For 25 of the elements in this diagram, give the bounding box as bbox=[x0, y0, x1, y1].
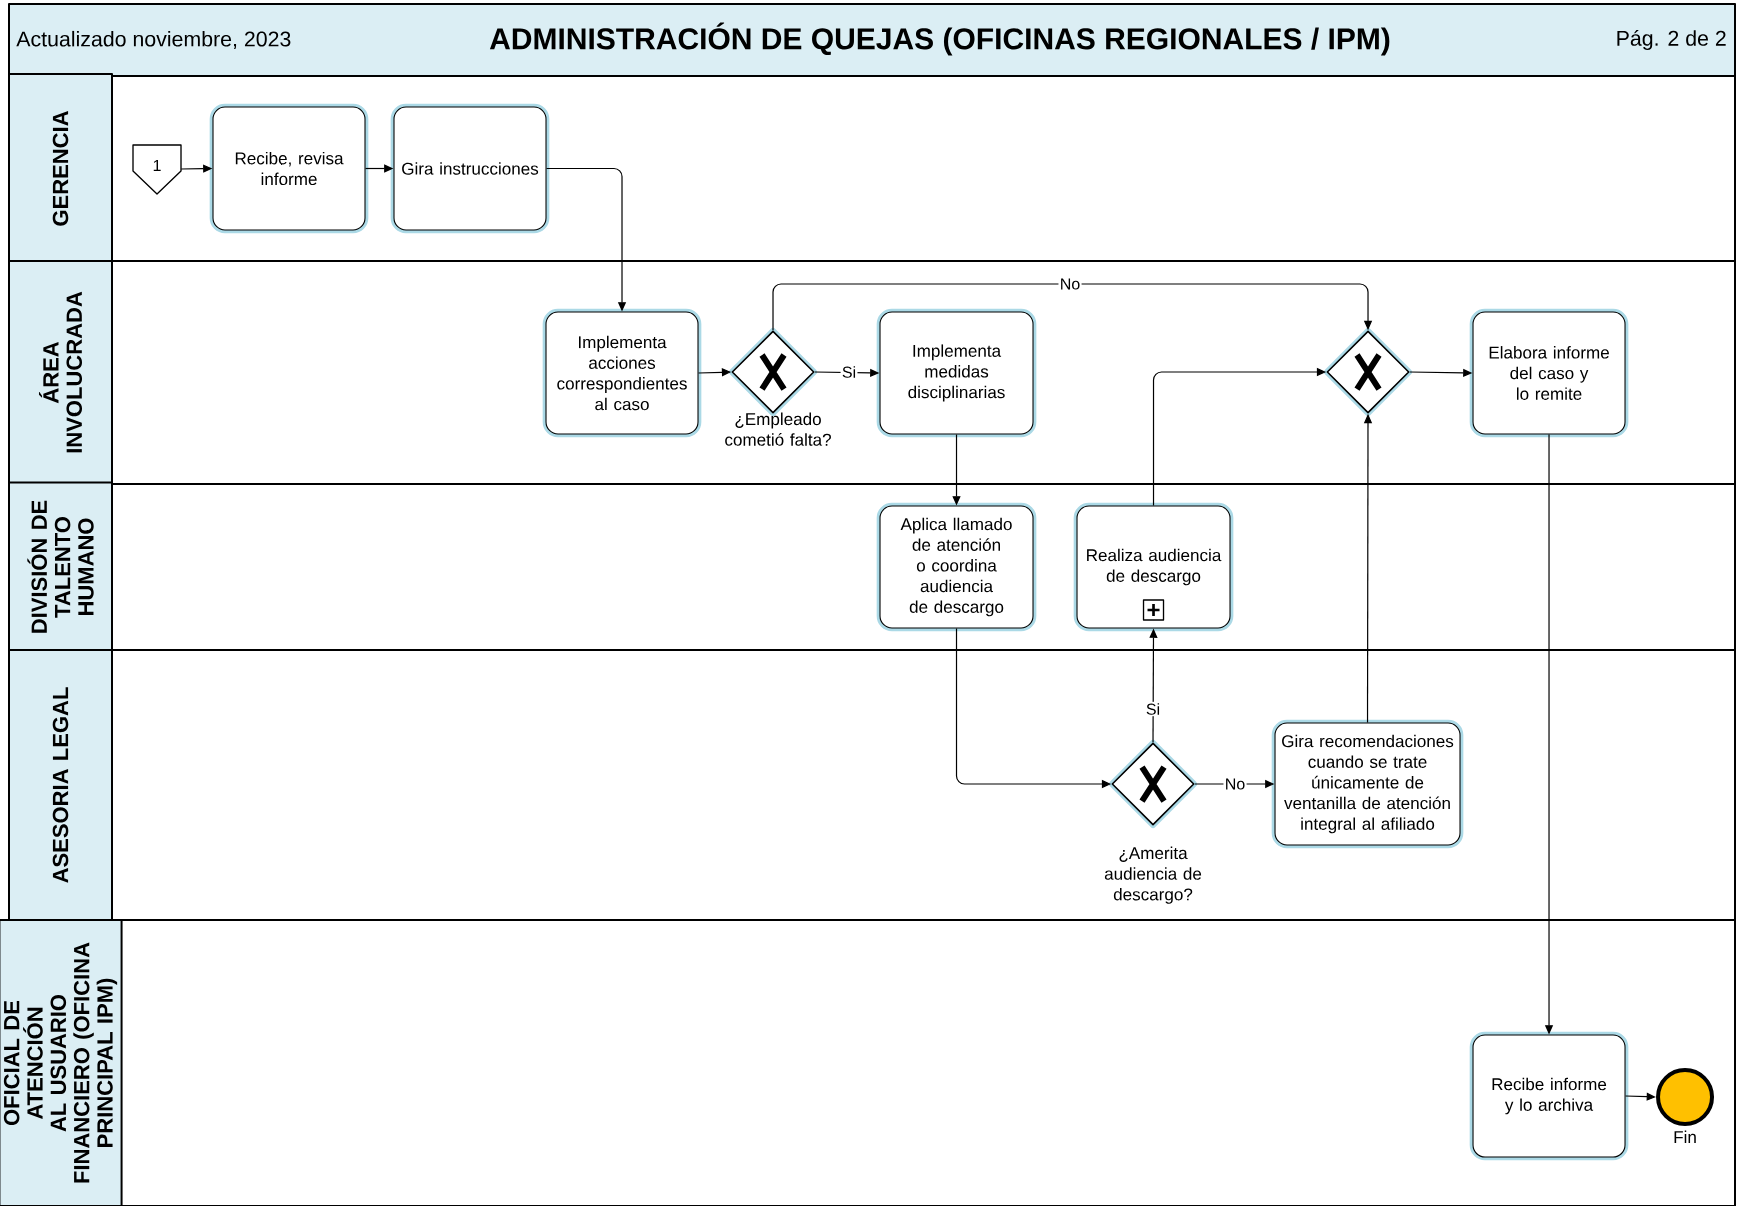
task-box: Aplica llamado de atención o coordina audiencia de descargo bbox=[876, 502, 1037, 632]
task-box: Recibe informe y lo archiva bbox=[1469, 1031, 1629, 1161]
header-text: Actualizado noviembre, 2023 bbox=[16, 30, 291, 50]
end-event-circle bbox=[1656, 1068, 1714, 1126]
gateway-label: ¿Empleado cometió falta? bbox=[725, 412, 831, 446]
task-box: Realiza audiencia de descargo bbox=[1073, 502, 1234, 632]
task-box: Implementa acciones correspondientes al caso bbox=[542, 308, 702, 438]
gateway-label: Fin bbox=[1674, 1130, 1696, 1143]
header-text: Pág. 2 de 2 bbox=[1617, 29, 1726, 51]
task-box: Elabora informe del caso y lo remite bbox=[1469, 308, 1629, 438]
gateway-diamond bbox=[1109, 740, 1198, 828]
arrow bbox=[772, 283, 1373, 331]
gateway-diamond bbox=[1324, 328, 1413, 416]
off-page-connector: 1 bbox=[132, 144, 182, 195]
gateway-label: ¿Amerita audiencia de descargo? bbox=[1104, 846, 1202, 904]
edge-label: No bbox=[1058, 277, 1082, 291]
edge-label: Si bbox=[840, 364, 858, 380]
task-box: Recibe, revisa informe bbox=[209, 103, 369, 234]
task-box: Gira instrucciones bbox=[390, 103, 550, 234]
task-box: Gira recomendaciones cuando se trate únicamente de ventanilla de atención integral al afiliado bbox=[1271, 719, 1464, 849]
arrow bbox=[1624, 1092, 1656, 1101]
title: ADMINISTRACIÓN DE QUEJAS (OFICINAS REGIONALES / IPM) bbox=[489, 22, 1390, 56]
edge-label: Si bbox=[1144, 701, 1162, 717]
task-box: Implementa medidas disciplinarias bbox=[876, 308, 1037, 438]
edge-label: No bbox=[1223, 777, 1247, 791]
